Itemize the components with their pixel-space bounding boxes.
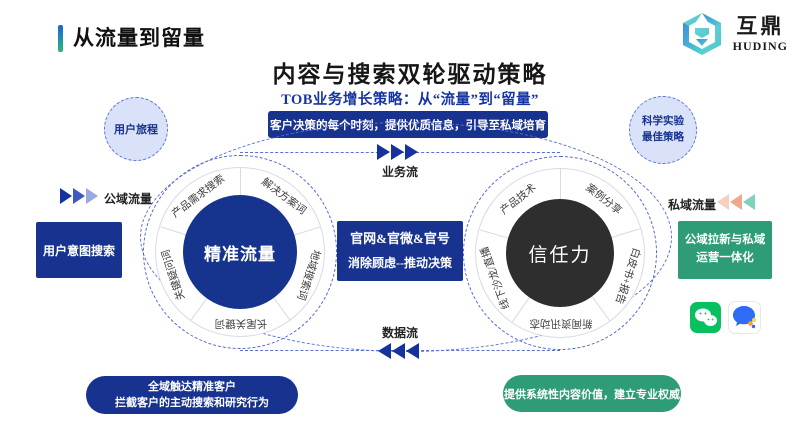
fusion-box: 公域拉新与私域 运营一体化 (678, 221, 772, 279)
business-flow-label: 业务流 (382, 165, 419, 179)
huding-logo: 互鼎 HUDING (676, 8, 788, 60)
logo-en: HUDING (732, 39, 788, 53)
data-flow-arrows-icon (377, 343, 419, 359)
huding-cube-icon (682, 13, 721, 55)
right-summary-line: 提供系统性内容价值，建立专业权威 (504, 388, 680, 401)
social-icons (690, 301, 761, 334)
wecom-icon (728, 301, 761, 334)
trust-wheel: 信任力产品技术案例分享白皮书+报告新闻资讯动态线下沙龙/直播 (475, 168, 645, 338)
diagram-title: 内容与搜索双轮驱动策略 (272, 62, 548, 87)
page-header: 从流量到留量 (58, 22, 205, 52)
diagram-subtitle: TOB业务增长策略：从“流量”到“留量” (281, 92, 539, 108)
private-traffic-label: 私域流量 (668, 198, 717, 212)
wechat-icon (690, 302, 721, 333)
decision-push-label: 消除顾虑--推动决策 (348, 255, 452, 270)
wheel-segment-label: 长尾关键词 (214, 317, 268, 329)
left-wheel-orbit (143, 155, 337, 349)
experiment-label-1: 科学实验 (642, 116, 684, 128)
official-channels-label: 官网&官微&官号 (350, 231, 450, 247)
experiment-bubble: 科学实验 最佳策略 (629, 96, 697, 164)
wheel-hub: 信任力 (506, 199, 614, 307)
precise-traffic-wheel: 精准流量产品需求搜索解决方案词地域搜索词长尾关键词关键疑问词 (155, 167, 325, 337)
user-intent-box: 用户意图搜索 (36, 222, 122, 278)
right-wheel-orbit (463, 156, 657, 350)
experiment-label-2: 最佳策略 (642, 132, 684, 143)
accent-bar (58, 25, 63, 52)
official-channels-box: 官网&官微&官号 消除顾虑--推动决策 (337, 221, 463, 281)
logo-text: 互鼎 HUDING (733, 16, 788, 52)
user-journey-label: 用户旅程 (114, 124, 158, 136)
data-flow-label: 数据流 (382, 326, 419, 340)
left-summary-line2: 拦截客户的主动搜索和研究行为 (115, 397, 269, 409)
user-intent-label: 用户意图搜索 (42, 243, 115, 258)
logo-cn: 互鼎 (736, 15, 785, 38)
page-title: 从流量到留量 (73, 27, 205, 50)
left-summary-pill: 全域触达精准客户 拦截客户的主动搜索和研究行为 (86, 376, 298, 414)
wheel-center-label: 精准流量 (204, 244, 276, 264)
wheel-hub: 精准流量 (183, 195, 297, 309)
fusion-label-1: 公域拉新与私域 (684, 234, 766, 247)
business-flow-arrows-icon (377, 144, 419, 160)
left-summary-line1: 全域触达精准客户 (148, 380, 236, 393)
public-traffic-label: 公域流量 (104, 192, 153, 206)
wheel-center-label: 信任力 (528, 244, 592, 266)
public-traffic-arrows-icon (60, 188, 99, 204)
user-journey-bubble: 用户旅程 (104, 97, 168, 161)
private-traffic-arrows-icon (716, 194, 755, 210)
right-summary-pill: 提供系统性内容价值，建立专业权威 (503, 375, 681, 412)
wheel-segment-label: 新闻资讯动态 (529, 317, 593, 329)
fusion-label-2: 运营一体化 (696, 252, 754, 264)
